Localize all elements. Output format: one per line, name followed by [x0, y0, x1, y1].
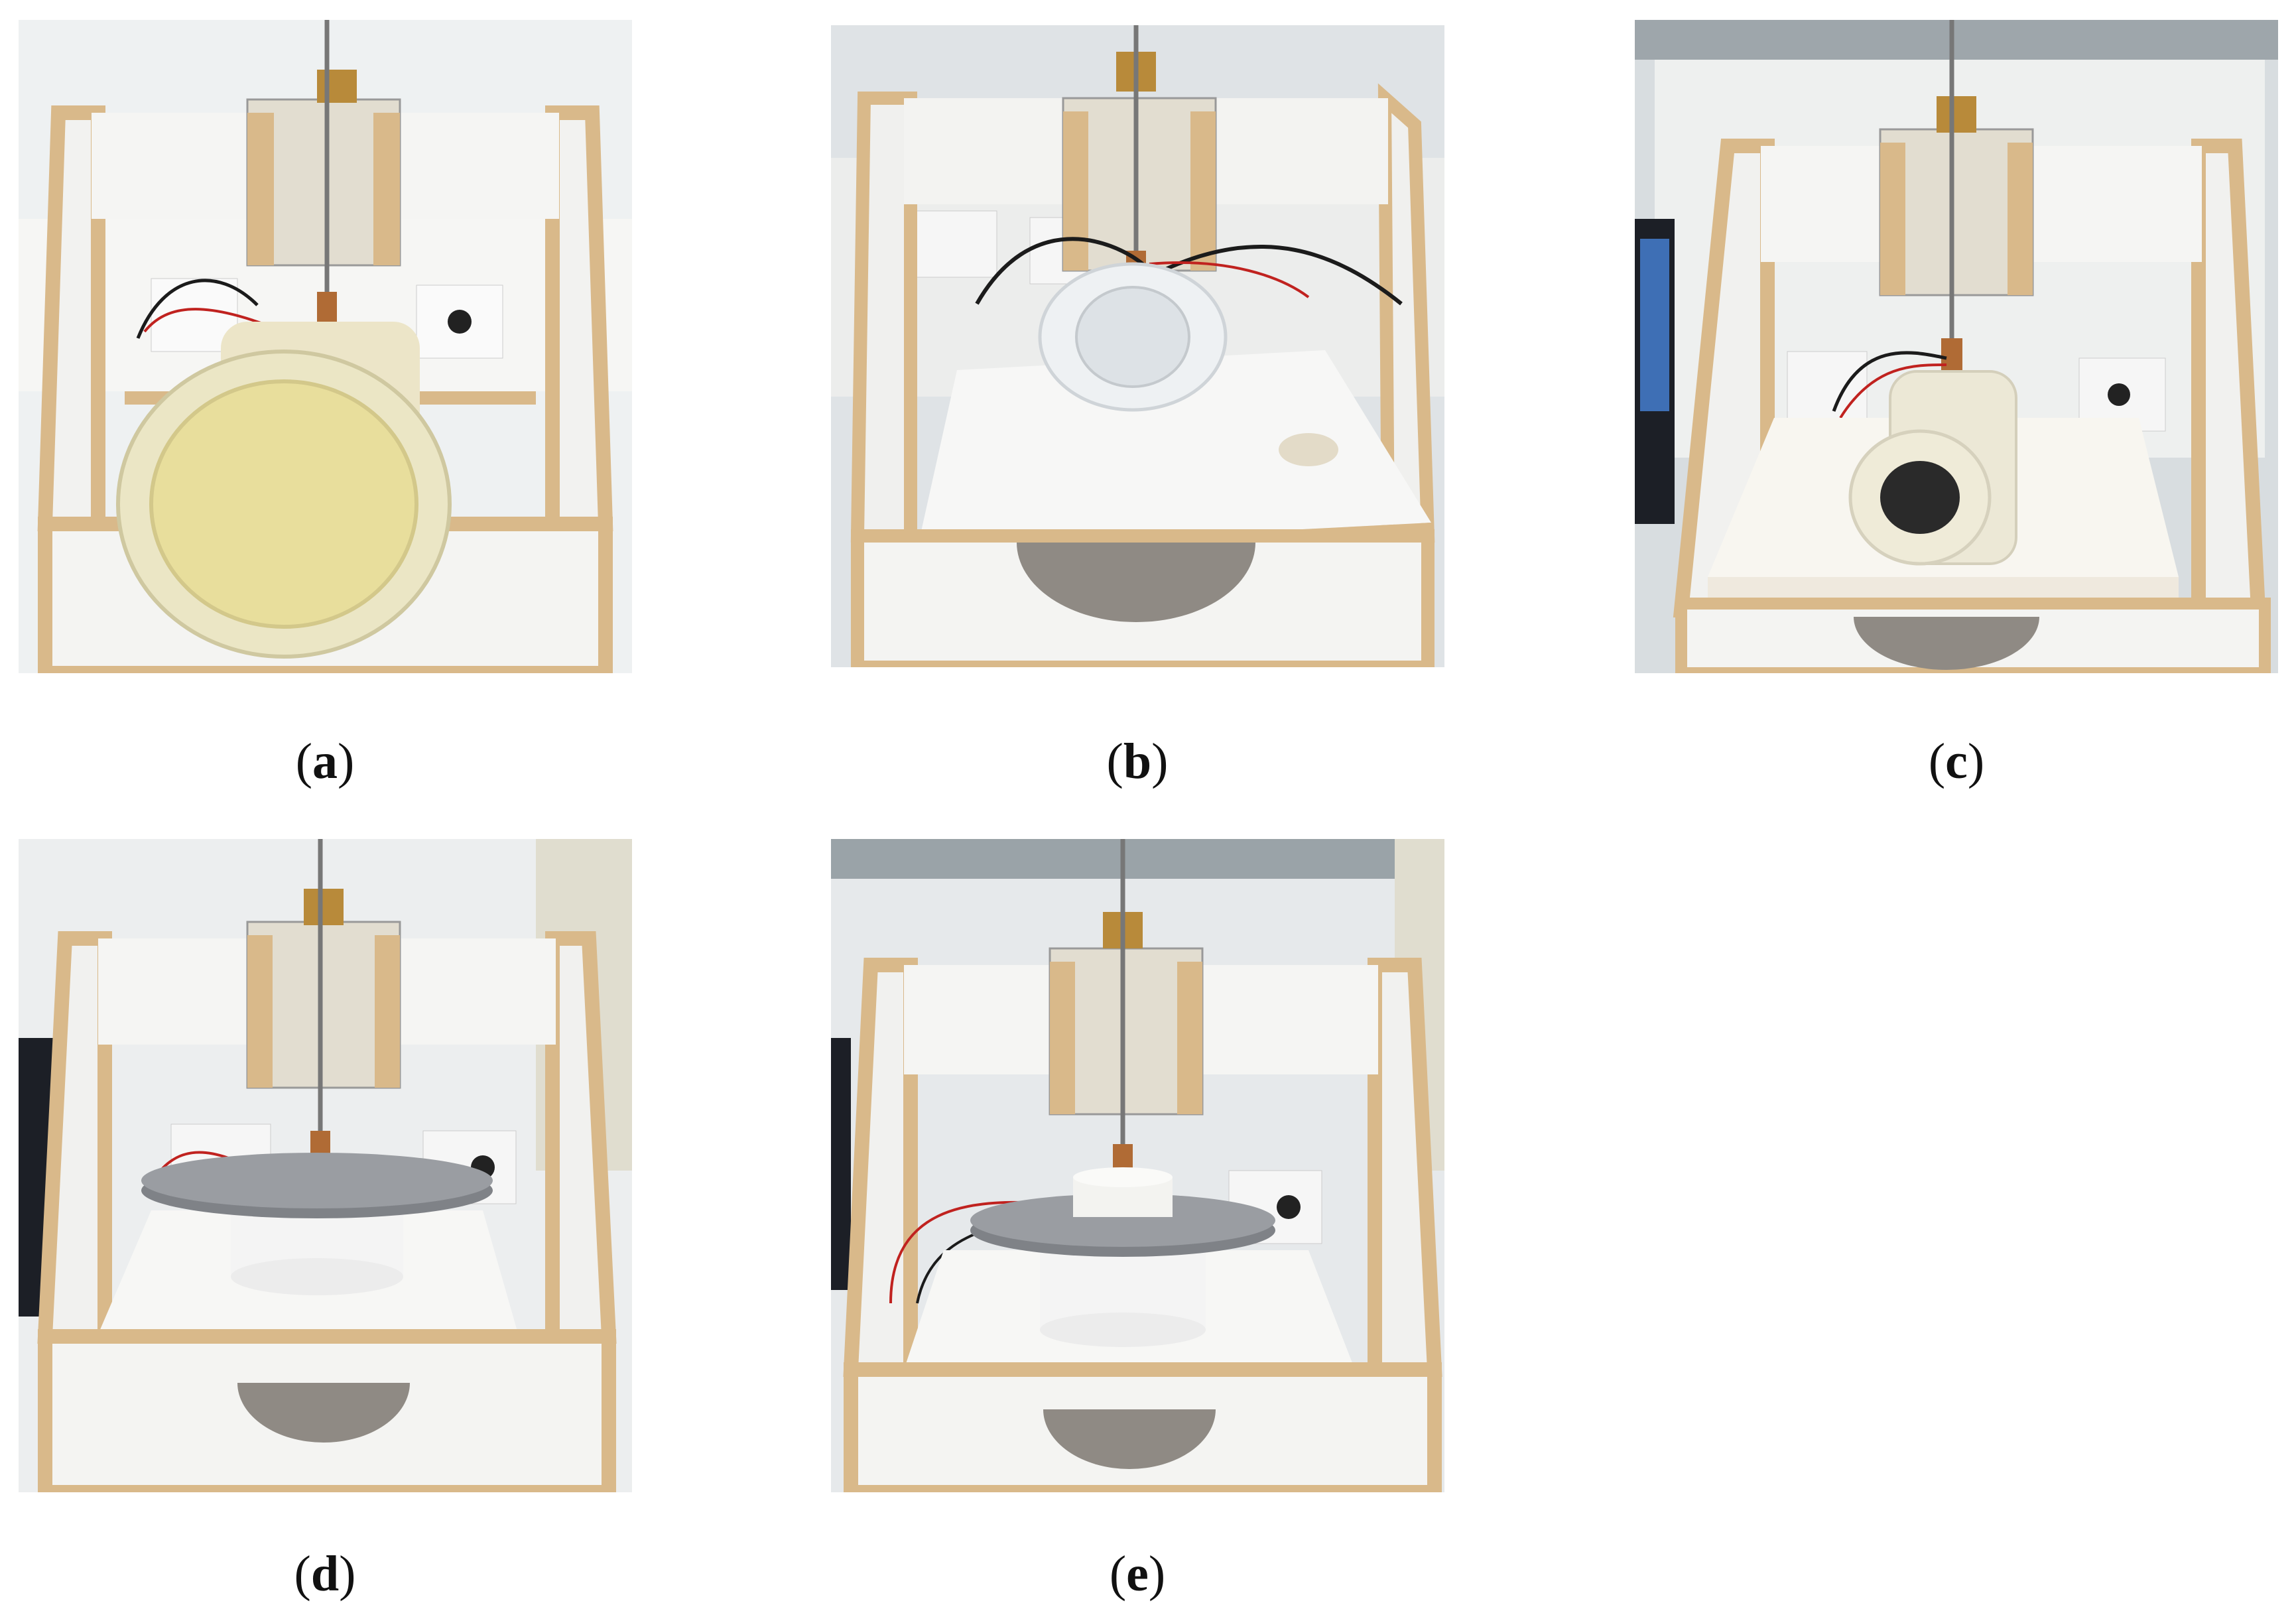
- photo-panel-e: [831, 839, 1444, 1492]
- photo-panel-c: [1635, 20, 2278, 673]
- caption-a: (a): [295, 734, 355, 789]
- caption-e: (e): [1109, 1546, 1166, 1602]
- caption-b: (b): [1106, 734, 1169, 789]
- photo-panel-d: [19, 839, 632, 1492]
- photo-panel-b: [831, 25, 1444, 667]
- caption-d: (d): [294, 1546, 356, 1602]
- photo-panel-a: [19, 20, 632, 673]
- caption-c: (c): [1928, 734, 1985, 789]
